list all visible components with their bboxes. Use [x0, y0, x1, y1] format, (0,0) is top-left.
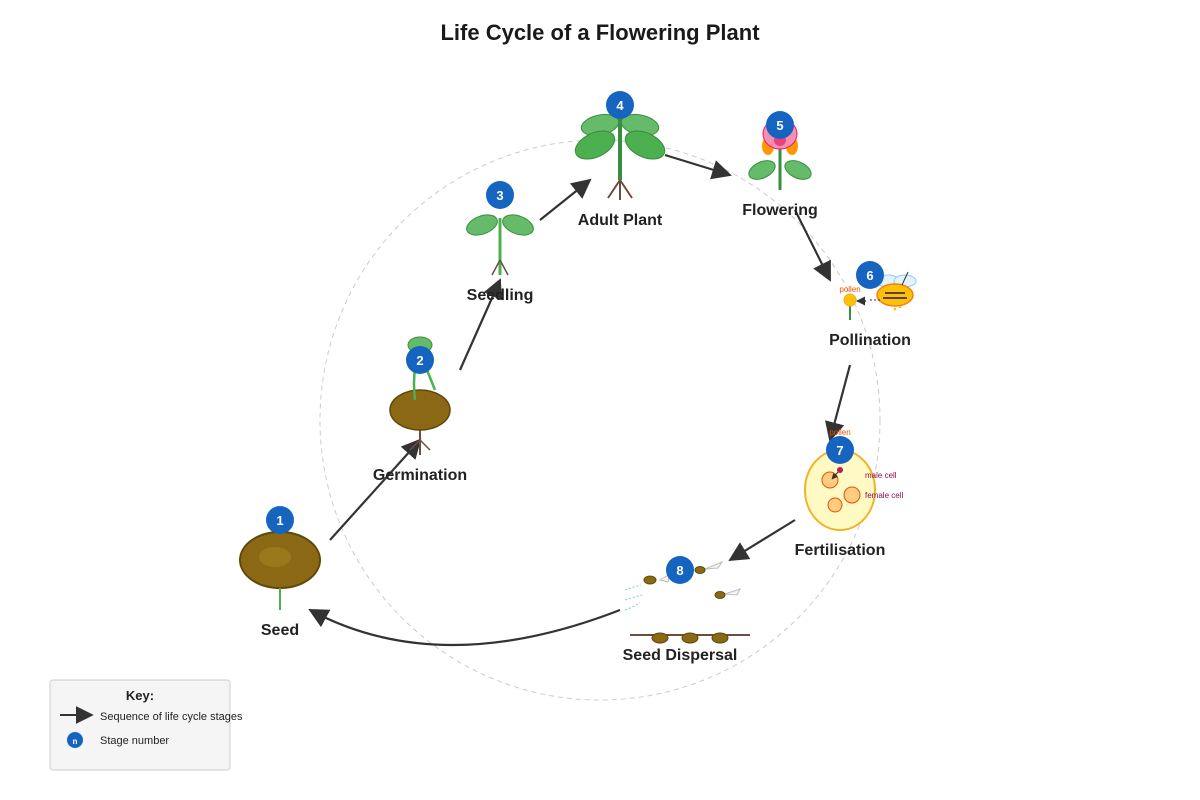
stage-label: Seed [261, 622, 299, 639]
stage-number-badge: 2 [406, 346, 434, 374]
adult-plant-icon [574, 113, 666, 200]
diagram-title: Life Cycle of a Flowering Plant [440, 20, 760, 45]
stage-label: Fertilisation [795, 542, 886, 559]
stage-seed: 1 Seed [239, 506, 321, 639]
stage-number-badge: 7 [826, 436, 854, 464]
stage-number: 4 [616, 98, 624, 113]
stage-adult-plant: 4 Adult Plant [574, 91, 666, 229]
arrow-adult-plant-to-flowering [664, 153, 732, 180]
arrow-pollination-to-fertilisation [825, 364, 852, 442]
stage-number-badge: 5 [766, 111, 794, 139]
arrow-dispersal-to-seed [308, 608, 621, 647]
ovule-icon: pollen male cell female cell [804, 428, 903, 531]
stage-number: 7 [836, 443, 843, 458]
arrow-fertilisation-to-dispersal [728, 519, 796, 562]
pollen-label: pollen [829, 428, 850, 437]
key-badge-symbol: n [73, 737, 78, 746]
stage-germination: 2 Germination [373, 336, 467, 484]
stage-number: 6 [866, 268, 873, 283]
stage-fertilisation: pollen male cell female cell 7 Fertilisa… [795, 428, 904, 559]
stage-label: Seedling [467, 287, 534, 304]
pollen-label: pollen [839, 285, 860, 294]
stage-number-badge: 3 [486, 181, 514, 209]
arrow-flowering-to-pollination [794, 209, 831, 282]
key-badge-text: Stage number [100, 735, 169, 747]
stage-number: 1 [276, 513, 283, 528]
stage-label: Germination [373, 467, 467, 484]
stage-seedling: 3 Seedling [466, 181, 534, 304]
stage-number: 3 [496, 188, 503, 203]
seed-icon [239, 531, 321, 610]
stage-number-badge: 6 [856, 261, 884, 289]
stage-label: Flowering [742, 202, 818, 219]
key-badge-icon [67, 732, 83, 748]
stage-number: 8 [676, 563, 683, 578]
pollen-flower-icon: pollen [839, 285, 861, 320]
stage-pollination: pollen 6 Pollination [829, 261, 917, 349]
stage-number: 2 [416, 353, 423, 368]
sequence-arrows [308, 153, 852, 647]
arrow-seed-to-germination [329, 438, 422, 541]
female-cell-label: female cell [865, 491, 903, 500]
male-cell-label: male cell [865, 471, 897, 480]
arrow-seedling-to-adult-plant [539, 178, 592, 221]
stage-number-badge: 8 [666, 556, 694, 584]
key-box [49, 679, 231, 771]
key-arrow-text: Sequence of life cycle stages [100, 711, 243, 723]
germinating-seed-icon [389, 336, 451, 455]
stage-number-badge: 1 [266, 506, 294, 534]
arrow-germination-to-seedling [458, 278, 502, 371]
stage-label: Adult Plant [578, 212, 663, 229]
key-title: Key: [126, 688, 154, 703]
seedling-icon [466, 214, 534, 276]
stage-number-badge: 4 [606, 91, 634, 119]
stage-seed-dispersal: 8 Seed Dispersal [623, 556, 750, 664]
stage-label: Pollination [829, 332, 911, 349]
key-legend: Key: Sequence of life cycle stages n Sta… [49, 679, 243, 771]
stage-label: Seed Dispersal [623, 647, 738, 664]
stage-flowering: 5 Flowering [742, 111, 818, 219]
stage-number: 5 [776, 118, 783, 133]
